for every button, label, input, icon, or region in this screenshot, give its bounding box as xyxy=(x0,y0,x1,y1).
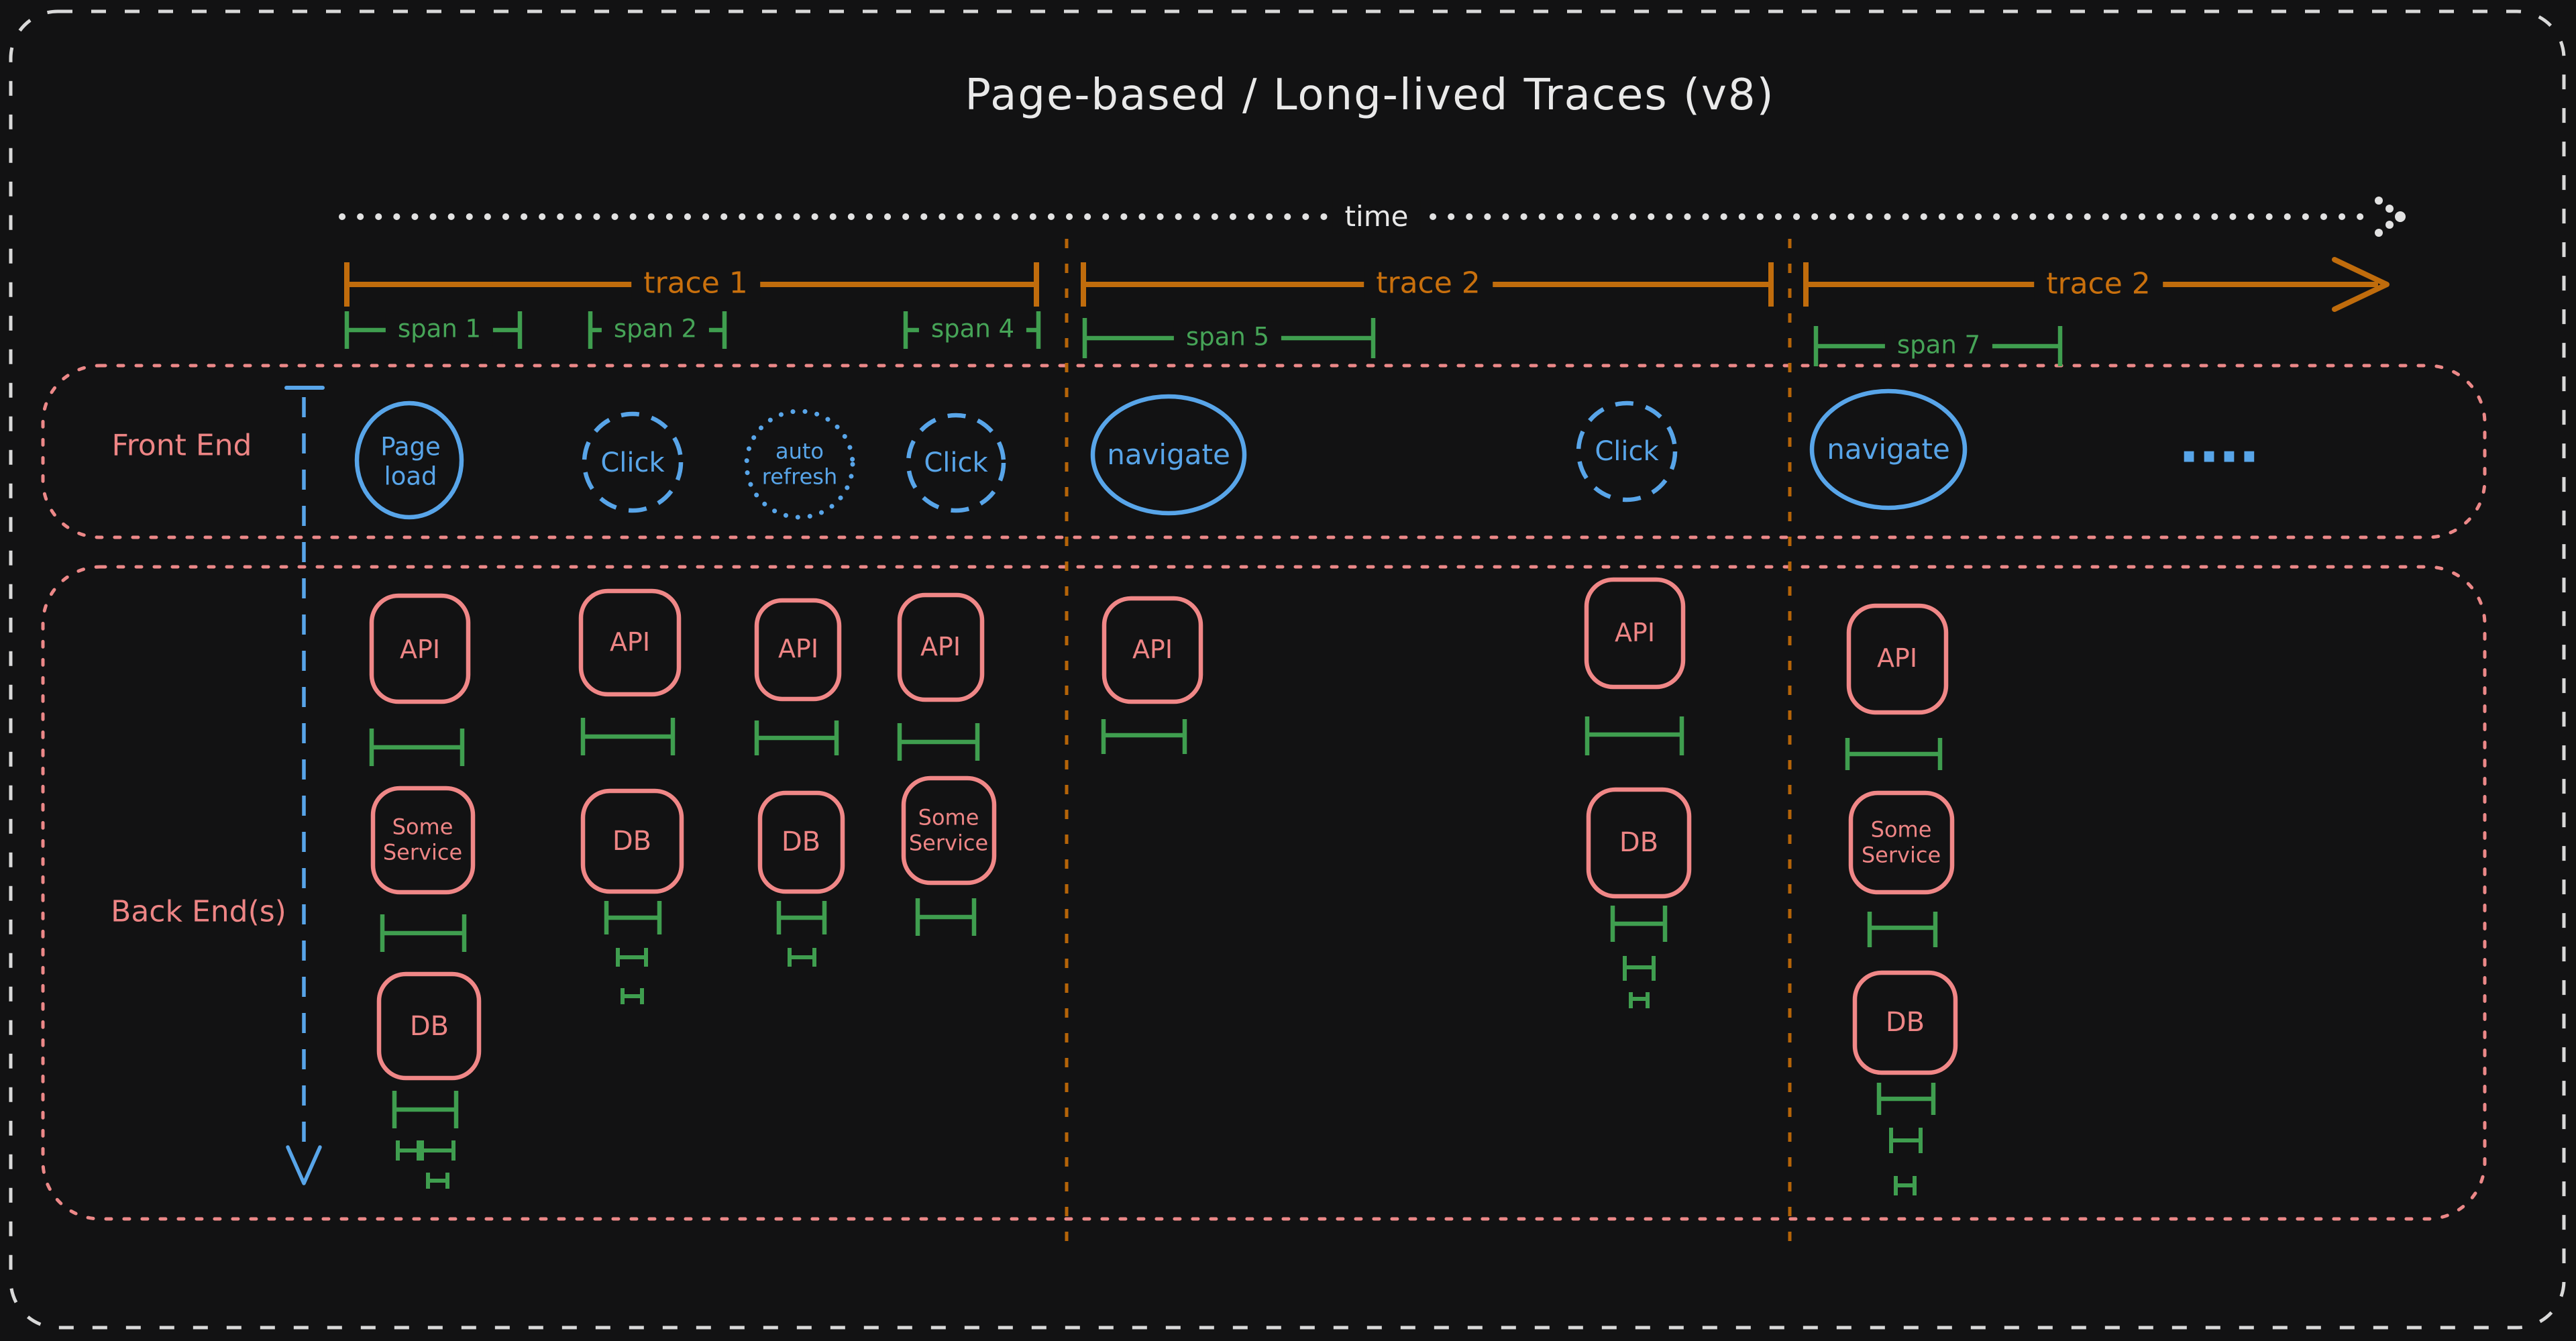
backend-span-bracket xyxy=(1610,906,1668,942)
click-ellipse-1 xyxy=(582,411,684,513)
some-service-box-col1 xyxy=(370,786,476,895)
trace-2-label: trace 2 xyxy=(1364,265,1493,303)
backend-span-bracket xyxy=(776,901,827,934)
backend-span-bracket xyxy=(1876,1083,1936,1115)
api-box-col7 xyxy=(1846,603,1949,715)
backend-span-bracket xyxy=(897,723,980,761)
click-label-1: Click xyxy=(600,447,665,478)
backend-span-bracket xyxy=(420,1140,455,1161)
trace-1-label: trace 1 xyxy=(631,265,760,303)
backend-span-bracket xyxy=(1585,716,1684,755)
ellipsis-dots: .... xyxy=(2178,409,2260,476)
auto-refresh-ellipse xyxy=(744,409,855,520)
backend-span-bracket xyxy=(1101,719,1187,754)
api-box-col3 xyxy=(754,598,842,702)
outer-frame-border xyxy=(9,9,2566,1330)
backend-span-bracket xyxy=(426,1173,449,1189)
backend-span-bracket xyxy=(754,720,839,755)
time-axis-arrowhead xyxy=(2375,197,2406,237)
span-4-label: span 4 xyxy=(918,313,1027,345)
db-box-col6 xyxy=(1586,787,1692,899)
navigate-ellipse-1 xyxy=(1090,394,1247,516)
db-label-col1: DB xyxy=(409,1011,449,1042)
frontend-lane-box xyxy=(41,364,2487,539)
span-5-label: span 5 xyxy=(1173,321,1282,354)
backend-span-bracket xyxy=(788,948,816,967)
trace-3-arrowhead xyxy=(2332,257,2390,312)
click-label-2: Click xyxy=(924,447,988,478)
db-label-col7: DB xyxy=(1885,1007,1925,1038)
span-2-label: span 2 xyxy=(601,313,710,345)
some-service-label-col7: Some Service xyxy=(1861,816,1941,867)
backend-span-bracket xyxy=(1629,992,1650,1008)
db-label-col6: DB xyxy=(1619,827,1659,858)
backend-span-bracket xyxy=(380,914,467,952)
backend-span-bracket xyxy=(1867,912,1938,947)
auto-refresh-label: auto refresh xyxy=(761,438,838,489)
backend-span-bracket xyxy=(369,729,465,766)
api-label-col5: API xyxy=(1132,635,1173,665)
backend-span-bracket xyxy=(915,898,977,936)
span-7-label: span 7 xyxy=(1884,329,1993,362)
navigate-ellipse-2 xyxy=(1809,388,1968,511)
api-box-col1 xyxy=(369,593,471,704)
navigate-label-1: navigate xyxy=(1107,437,1230,471)
db-box-col1 xyxy=(376,971,482,1081)
backend-lane-box xyxy=(41,565,2487,1221)
click-label-3: Click xyxy=(1595,436,1659,467)
api-box-col2 xyxy=(578,588,682,697)
page-lifetime-arrowhead xyxy=(286,1145,322,1185)
page-title: Page-based / Long-lived Traces (v8) xyxy=(965,70,1775,121)
frontend-lane-label: Front End xyxy=(111,428,252,463)
api-label-col2: API xyxy=(609,627,651,657)
backend-span-bracket xyxy=(1623,956,1656,981)
backend-span-bracket xyxy=(580,718,676,755)
db-box-col3 xyxy=(757,790,845,894)
some-service-box-col4 xyxy=(901,775,997,886)
backend-span-bracket xyxy=(604,901,662,934)
span-1-label: span 1 xyxy=(385,313,494,345)
api-label-col1: API xyxy=(399,635,441,665)
api-box-col5 xyxy=(1102,596,1203,704)
some-service-label-col4: Some Service xyxy=(908,804,989,855)
db-box-col7 xyxy=(1852,970,1958,1075)
page-load-label: Page load xyxy=(380,432,441,490)
backend-span-bracket xyxy=(1889,1128,1923,1153)
navigate-label-2: navigate xyxy=(1827,432,1950,466)
backend-span-bracket xyxy=(1894,1176,1917,1195)
backend-lane-label: Back End(s) xyxy=(111,894,286,929)
api-label-col6: API xyxy=(1614,618,1656,648)
time-axis-label: time xyxy=(1332,199,1421,235)
click-ellipse-3 xyxy=(1576,400,1678,502)
api-label-col3: API xyxy=(777,634,819,664)
backend-span-bracket xyxy=(1845,738,1943,770)
some-service-box-col7 xyxy=(1848,790,1955,895)
api-label-col7: API xyxy=(1876,643,1918,674)
some-service-label-col1: Some Service xyxy=(382,814,463,865)
api-box-col6 xyxy=(1584,577,1686,690)
api-box-col4 xyxy=(897,592,985,702)
backend-span-bracket xyxy=(616,948,648,967)
db-box-col2 xyxy=(580,788,684,894)
trace-3-label: trace 2 xyxy=(2034,266,2163,303)
db-label-col3: DB xyxy=(781,826,821,857)
click-ellipse-2 xyxy=(906,413,1006,513)
page-load-ellipse xyxy=(354,400,464,520)
backend-span-bracket xyxy=(621,988,644,1004)
api-label-col4: API xyxy=(920,632,961,662)
backend-span-bracket xyxy=(396,1140,421,1161)
db-label-col2: DB xyxy=(612,826,652,857)
backend-span-bracket xyxy=(392,1091,459,1128)
